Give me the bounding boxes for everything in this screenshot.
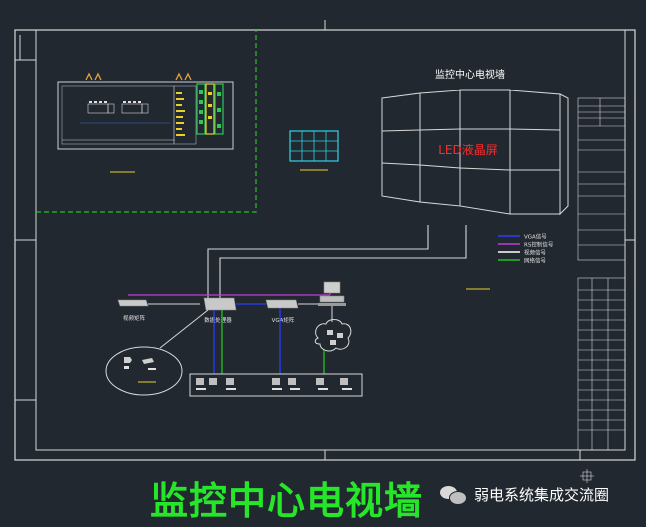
computer-icon — [318, 281, 346, 306]
legend-label-rs: RS控制信号 — [524, 241, 554, 249]
network-cloud-icon — [314, 319, 352, 352]
signal-legend: VGA信号 RS控制信号 视频信号 网络信号 — [466, 233, 554, 290]
device-label-1: 视频矩阵 — [123, 314, 146, 322]
floor-plan — [57, 72, 234, 173]
watermark: 弱电系统集成交流圈 — [440, 482, 609, 506]
camera-group — [105, 346, 183, 396]
cyan-cabinet — [289, 130, 339, 171]
wechat-icon — [440, 484, 467, 505]
camera-icon — [124, 357, 132, 363]
dashed-region-border — [36, 30, 257, 213]
device-chain: 视频矩阵 数据处理器 VGA矩阵 — [105, 281, 363, 397]
frame-ticks — [15, 20, 635, 460]
crosshair-marker — [580, 469, 594, 483]
wall-title: 监控中心电视墙 — [435, 68, 505, 81]
vga-matrix-device — [265, 299, 299, 309]
watermark-text: 弱电系统集成交流圈 — [474, 485, 610, 504]
camera-icon — [142, 358, 154, 364]
led-label: LED液晶屏 — [438, 142, 498, 157]
data-processor-device — [203, 297, 237, 311]
bottom-device-rack — [189, 373, 363, 397]
legend-label-video: 视频信号 — [524, 249, 547, 257]
legend-label-vga: VGA信号 — [524, 233, 547, 241]
title-block — [577, 97, 626, 451]
device-label-2: 数据处理器 — [204, 316, 232, 324]
bottom-title: 监控中心电视墙 — [150, 478, 424, 523]
device-label-3: VGA矩阵 — [272, 316, 295, 324]
video-matrix-device — [117, 299, 149, 307]
legend-label-network: 网络信号 — [524, 257, 547, 265]
equipment-rack — [173, 83, 224, 145]
wall-cables — [207, 225, 467, 300]
video-wall: 监控中心电视墙 LED液晶屏 — [381, 68, 569, 216]
chair-icons — [85, 72, 192, 81]
